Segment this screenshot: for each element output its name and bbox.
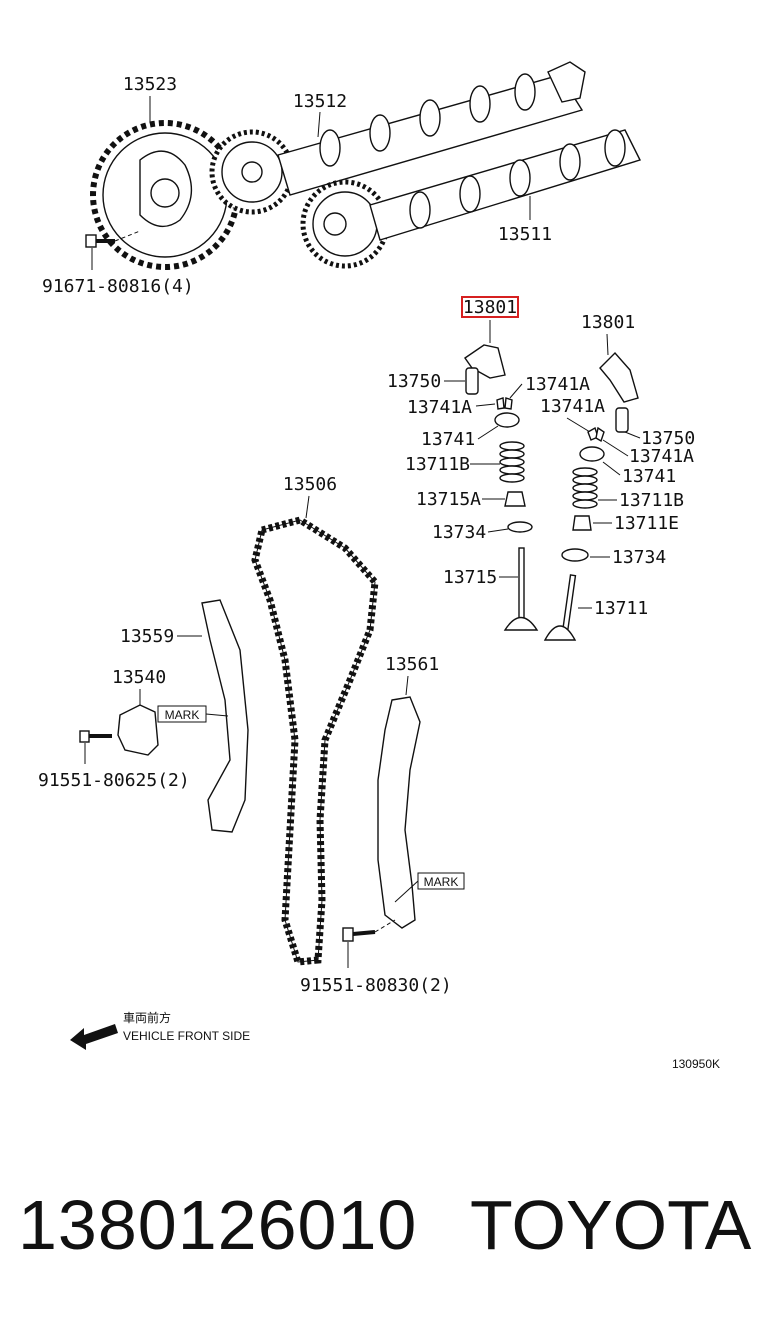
bolt-91551-guide bbox=[342, 919, 396, 942]
spring-seat-left bbox=[507, 521, 533, 533]
label-13801: 13801 bbox=[581, 312, 635, 333]
label-13750-right: 13750 bbox=[641, 428, 695, 449]
label-13741A-3: 13741A bbox=[540, 396, 605, 417]
retainer-right bbox=[579, 446, 605, 462]
label-13711B-right: 13711B bbox=[619, 490, 684, 511]
camshaft-upper bbox=[209, 61, 586, 215]
bolt-91671 bbox=[85, 230, 141, 248]
label-13741-left: 13741 bbox=[421, 429, 475, 450]
label-13734-right: 13734 bbox=[612, 547, 666, 568]
parts-diagram: 13523 91671-80816(4) 13512 bbox=[38, 61, 720, 1071]
brand-name: TOYOTA bbox=[470, 1186, 752, 1264]
timing-chain bbox=[251, 516, 379, 966]
camshaft-sprocket bbox=[90, 120, 240, 270]
figure-code: 130950K bbox=[672, 1057, 720, 1071]
label-91671: 91671-80816(4) bbox=[42, 276, 194, 297]
front-label-jp: 車両前方 bbox=[123, 1010, 171, 1025]
footer: 1380126010 TOYOTA bbox=[0, 1185, 760, 1285]
valve-seal-left bbox=[504, 491, 526, 507]
camshaft-lower bbox=[300, 129, 641, 269]
label-13750-left: 13750 bbox=[387, 371, 441, 392]
label-13561: 13561 bbox=[385, 654, 439, 675]
label-13734-left: 13734 bbox=[432, 522, 486, 543]
label-13741A-2: 13741A bbox=[407, 397, 472, 418]
valve-spring-right bbox=[572, 467, 598, 509]
rocker-arm-right bbox=[599, 351, 639, 403]
lash-adjuster-right bbox=[615, 407, 629, 433]
label-13801-highlight: 13801 bbox=[463, 297, 517, 318]
keepers-left bbox=[496, 397, 513, 410]
label-13511: 13511 bbox=[498, 224, 552, 245]
front-label-en: VEHICLE FRONT SIDE bbox=[123, 1029, 250, 1043]
valve-right bbox=[543, 574, 577, 641]
valve-spring-left bbox=[499, 441, 525, 483]
valve-seal-right bbox=[572, 515, 592, 531]
front-arrow-icon bbox=[70, 1024, 118, 1050]
label-13711B-left: 13711B bbox=[405, 454, 470, 475]
label-13506: 13506 bbox=[283, 474, 337, 495]
label-13715: 13715 bbox=[443, 567, 497, 588]
label-13715A: 13715A bbox=[416, 489, 481, 510]
highlight-box bbox=[461, 296, 519, 318]
spring-seat-right bbox=[561, 548, 589, 562]
label-13711E: 13711E bbox=[614, 513, 679, 534]
part-number: 1380126010 bbox=[18, 1186, 418, 1264]
label-13523: 13523 bbox=[123, 74, 177, 95]
label-91551-80625: 91551-80625(2) bbox=[38, 770, 190, 791]
chain-guide bbox=[377, 696, 421, 929]
chain-tensioner bbox=[117, 704, 159, 756]
label-13512: 13512 bbox=[293, 91, 347, 112]
label-13711: 13711 bbox=[594, 598, 648, 619]
chain-slipper bbox=[201, 599, 249, 833]
mark-label-tensioner: MARK bbox=[165, 708, 200, 722]
label-91551-80830: 91551-80830(2) bbox=[300, 975, 452, 996]
valve-left bbox=[503, 547, 539, 631]
label-13741A-4: 13741A bbox=[629, 446, 694, 467]
retainer-left bbox=[494, 412, 520, 428]
lash-adjuster-left bbox=[465, 367, 479, 395]
label-13741A-1: 13741A bbox=[525, 374, 590, 395]
mark-label-guide: MARK bbox=[424, 875, 459, 889]
label-13540: 13540 bbox=[112, 667, 166, 688]
label-13741-right: 13741 bbox=[622, 466, 676, 487]
label-13559: 13559 bbox=[120, 626, 174, 647]
keepers-right bbox=[587, 426, 605, 443]
bolt-91551-tensioner bbox=[79, 730, 112, 743]
